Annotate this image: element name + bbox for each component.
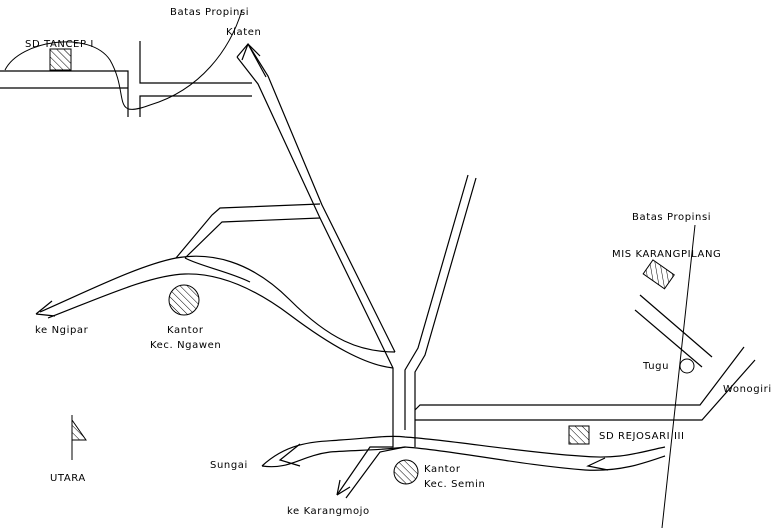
river-sungai xyxy=(261,435,666,471)
road-north-east-edge xyxy=(414,177,477,447)
label-sd-rejosari: SD REJOSARI III xyxy=(599,431,685,442)
label-kantor-semin-2: Kec. Semin xyxy=(424,479,485,490)
province-boundary-top xyxy=(4,9,243,110)
label-batas-propinsi-right: Batas Propinsi xyxy=(632,212,711,223)
road-ngipar xyxy=(35,255,396,369)
label-utara: UTARA xyxy=(50,473,86,484)
road-wonogiri xyxy=(414,346,756,421)
road-karangpilang xyxy=(634,294,713,368)
road-north-east xyxy=(404,174,469,430)
province-boundary-right xyxy=(661,224,696,528)
label-sungai: Sungai xyxy=(210,460,248,471)
main-road-klaten xyxy=(236,42,396,430)
label-klaten: Klaten xyxy=(226,27,261,38)
tugu-circle-icon xyxy=(679,358,695,374)
label-mis-karangpilang: MIS KARANGPILANG xyxy=(612,249,721,260)
label-sd-tancep: SD TANCEP I xyxy=(25,39,94,50)
road-karangmojo xyxy=(336,430,406,499)
label-kantor-ngawen-1: Kantor xyxy=(167,325,204,336)
label-kantor-semin-1: Kantor xyxy=(424,464,461,475)
label-batas-propinsi-top: Batas Propinsi xyxy=(170,7,249,18)
north-flag-icon xyxy=(71,415,87,460)
sd-rejosari-icon xyxy=(568,425,590,445)
label-kantor-ngawen-2: Kec. Ngawen xyxy=(150,340,221,351)
label-ke-ngipar: ke Ngipar xyxy=(35,325,89,336)
label-tugu: Tugu xyxy=(642,361,669,372)
tancep-roads xyxy=(0,41,252,117)
label-ke-karangmojo: ke Karangmojo xyxy=(287,506,370,517)
mis-karangpilang-icon xyxy=(642,259,675,290)
kantor-semin-icon xyxy=(393,459,419,485)
label-wonogiri: Wonogiri xyxy=(723,384,772,395)
sd-tancep-icon xyxy=(49,48,72,71)
kantor-ngawen-icon xyxy=(168,284,200,316)
link-road xyxy=(175,203,321,259)
